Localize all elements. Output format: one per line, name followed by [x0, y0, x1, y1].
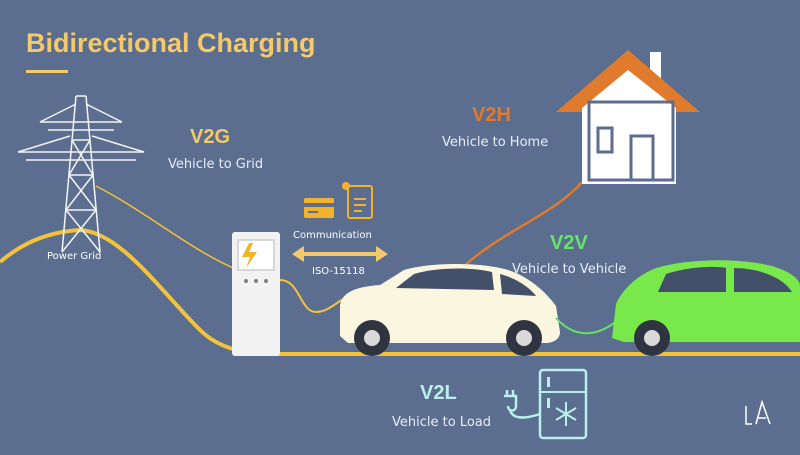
ground-line	[0, 227, 800, 356]
lightning-icon	[242, 243, 257, 268]
plug-icon	[504, 390, 541, 419]
protocol-label: ISO-15118	[312, 266, 365, 277]
card-icon	[304, 198, 334, 218]
v2v-cable	[555, 317, 619, 335]
grid-cable	[95, 185, 239, 271]
house-icon	[556, 50, 700, 184]
green-car	[612, 260, 800, 356]
v2h-label: Vehicle to Home	[442, 135, 549, 150]
v2l-code: V2L	[420, 382, 457, 404]
snowflake-icon	[555, 402, 577, 426]
v2g-label: Vehicle to Grid	[168, 157, 264, 172]
certificate-icon	[342, 182, 373, 219]
power-tower-icon	[17, 95, 145, 253]
v2g-code: V2G	[190, 126, 231, 148]
page-title: Bidirectional Charging	[26, 28, 316, 58]
title-underline	[26, 70, 68, 73]
v2l-label: Vehicle to Load	[392, 415, 491, 430]
logo-icon	[745, 399, 771, 425]
v2v-label: Vehicle to Vehicle	[512, 262, 627, 277]
power-grid-label: Power Grid	[47, 251, 102, 262]
v2v-code: V2V	[550, 232, 588, 254]
charger-cable	[279, 279, 351, 314]
white-car	[340, 264, 560, 356]
home-cable	[461, 181, 583, 269]
v2h-code: V2H	[472, 104, 511, 126]
fridge-icon	[538, 368, 588, 440]
communication-arrow	[292, 246, 388, 262]
charging-station	[232, 232, 280, 356]
communication-label: Communication	[293, 230, 372, 241]
